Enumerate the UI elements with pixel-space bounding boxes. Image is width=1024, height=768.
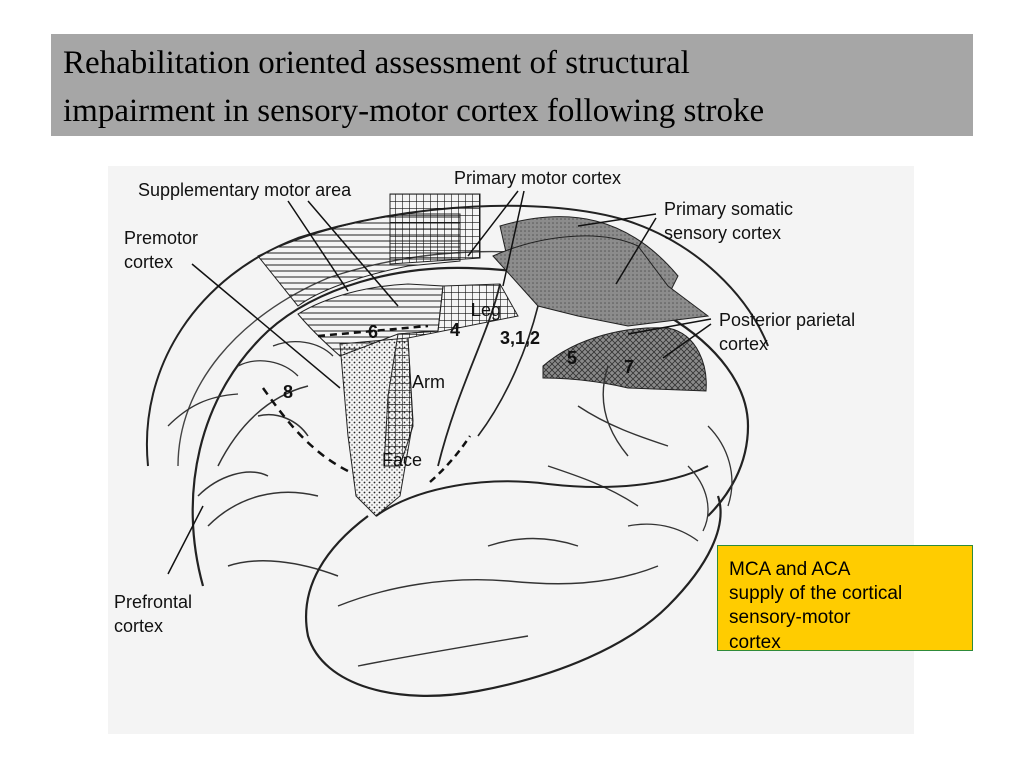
area-4-label: 4 xyxy=(450,320,460,340)
face-arm-motor-region xyxy=(339,337,414,517)
note-line-3: sensory-motor xyxy=(729,607,851,628)
primary-motor-leader-lines xyxy=(467,190,525,287)
label-premotor-2: cortex xyxy=(124,252,173,272)
sylvian-fissure xyxy=(375,465,709,517)
frontal-gyri-2 xyxy=(167,341,334,427)
premotor-leader-line xyxy=(191,263,341,389)
postcentral-sulcus xyxy=(477,305,539,437)
label-prefrontal-2: cortex xyxy=(114,616,163,636)
area-8-label: 8 xyxy=(283,382,293,402)
temporal-lobe-outline xyxy=(305,495,722,697)
label-prefrontal-1: Prefrontal xyxy=(114,592,192,612)
label-premotor-1: Premotor xyxy=(124,228,198,248)
title-line-1: Rehabilitation oriented assessment of st… xyxy=(63,45,690,81)
frontal-gyri xyxy=(197,385,339,577)
area-5-label: 5 xyxy=(567,348,577,368)
slide-title: Rehabilitation oriented assessment of st… xyxy=(51,34,973,136)
area-312-label: 3,1,2 xyxy=(500,328,540,348)
temporal-gyri xyxy=(337,537,659,667)
occipital-gyri xyxy=(627,425,733,542)
note-line-1: MCA and ACA xyxy=(729,559,851,580)
note-box: MCA and ACA supply of the cortical senso… xyxy=(717,545,973,653)
ventral-dashed-boundary xyxy=(429,435,472,483)
somatic-leader-lines xyxy=(577,213,657,285)
parietal-leader-lines xyxy=(627,318,712,359)
posterior-parietal-region xyxy=(542,327,707,392)
sma-leader-lines xyxy=(287,200,399,307)
title-line-2: impairment in sensory-motor cortex follo… xyxy=(63,93,765,129)
label-face: Face xyxy=(382,450,422,470)
area-7-label: 7 xyxy=(624,357,634,377)
note-line-2: supply of the cortical xyxy=(729,583,903,604)
brain-diagram: Supplementary motor area Primary motor c… xyxy=(108,166,914,734)
label-primary-somatic-2: sensory cortex xyxy=(664,223,781,243)
medial-primary-motor-region xyxy=(389,193,481,265)
parietal-sulci xyxy=(547,365,669,507)
label-primary-motor-cortex: Primary motor cortex xyxy=(454,168,621,188)
note-line-4: cortex xyxy=(729,632,781,653)
premotor-dashed-boundary xyxy=(317,324,429,338)
label-leg: Leg xyxy=(471,300,501,320)
prefrontal-leader-line xyxy=(167,505,204,575)
label-posterior-parietal-2: cortex xyxy=(719,334,768,354)
frontal-dashed-boundary xyxy=(261,387,349,473)
area-6-label: 6 xyxy=(368,322,378,342)
label-posterior-parietal-1: Posterior parietal xyxy=(719,310,855,330)
label-supplementary-motor-area: Supplementary motor area xyxy=(138,180,352,200)
premotor-region xyxy=(297,283,444,357)
label-primary-somatic-1: Primary somatic xyxy=(664,199,793,219)
label-arm: Arm xyxy=(412,372,445,392)
central-sulcus xyxy=(437,283,501,467)
primary-somatic-sensory-region xyxy=(492,235,710,327)
